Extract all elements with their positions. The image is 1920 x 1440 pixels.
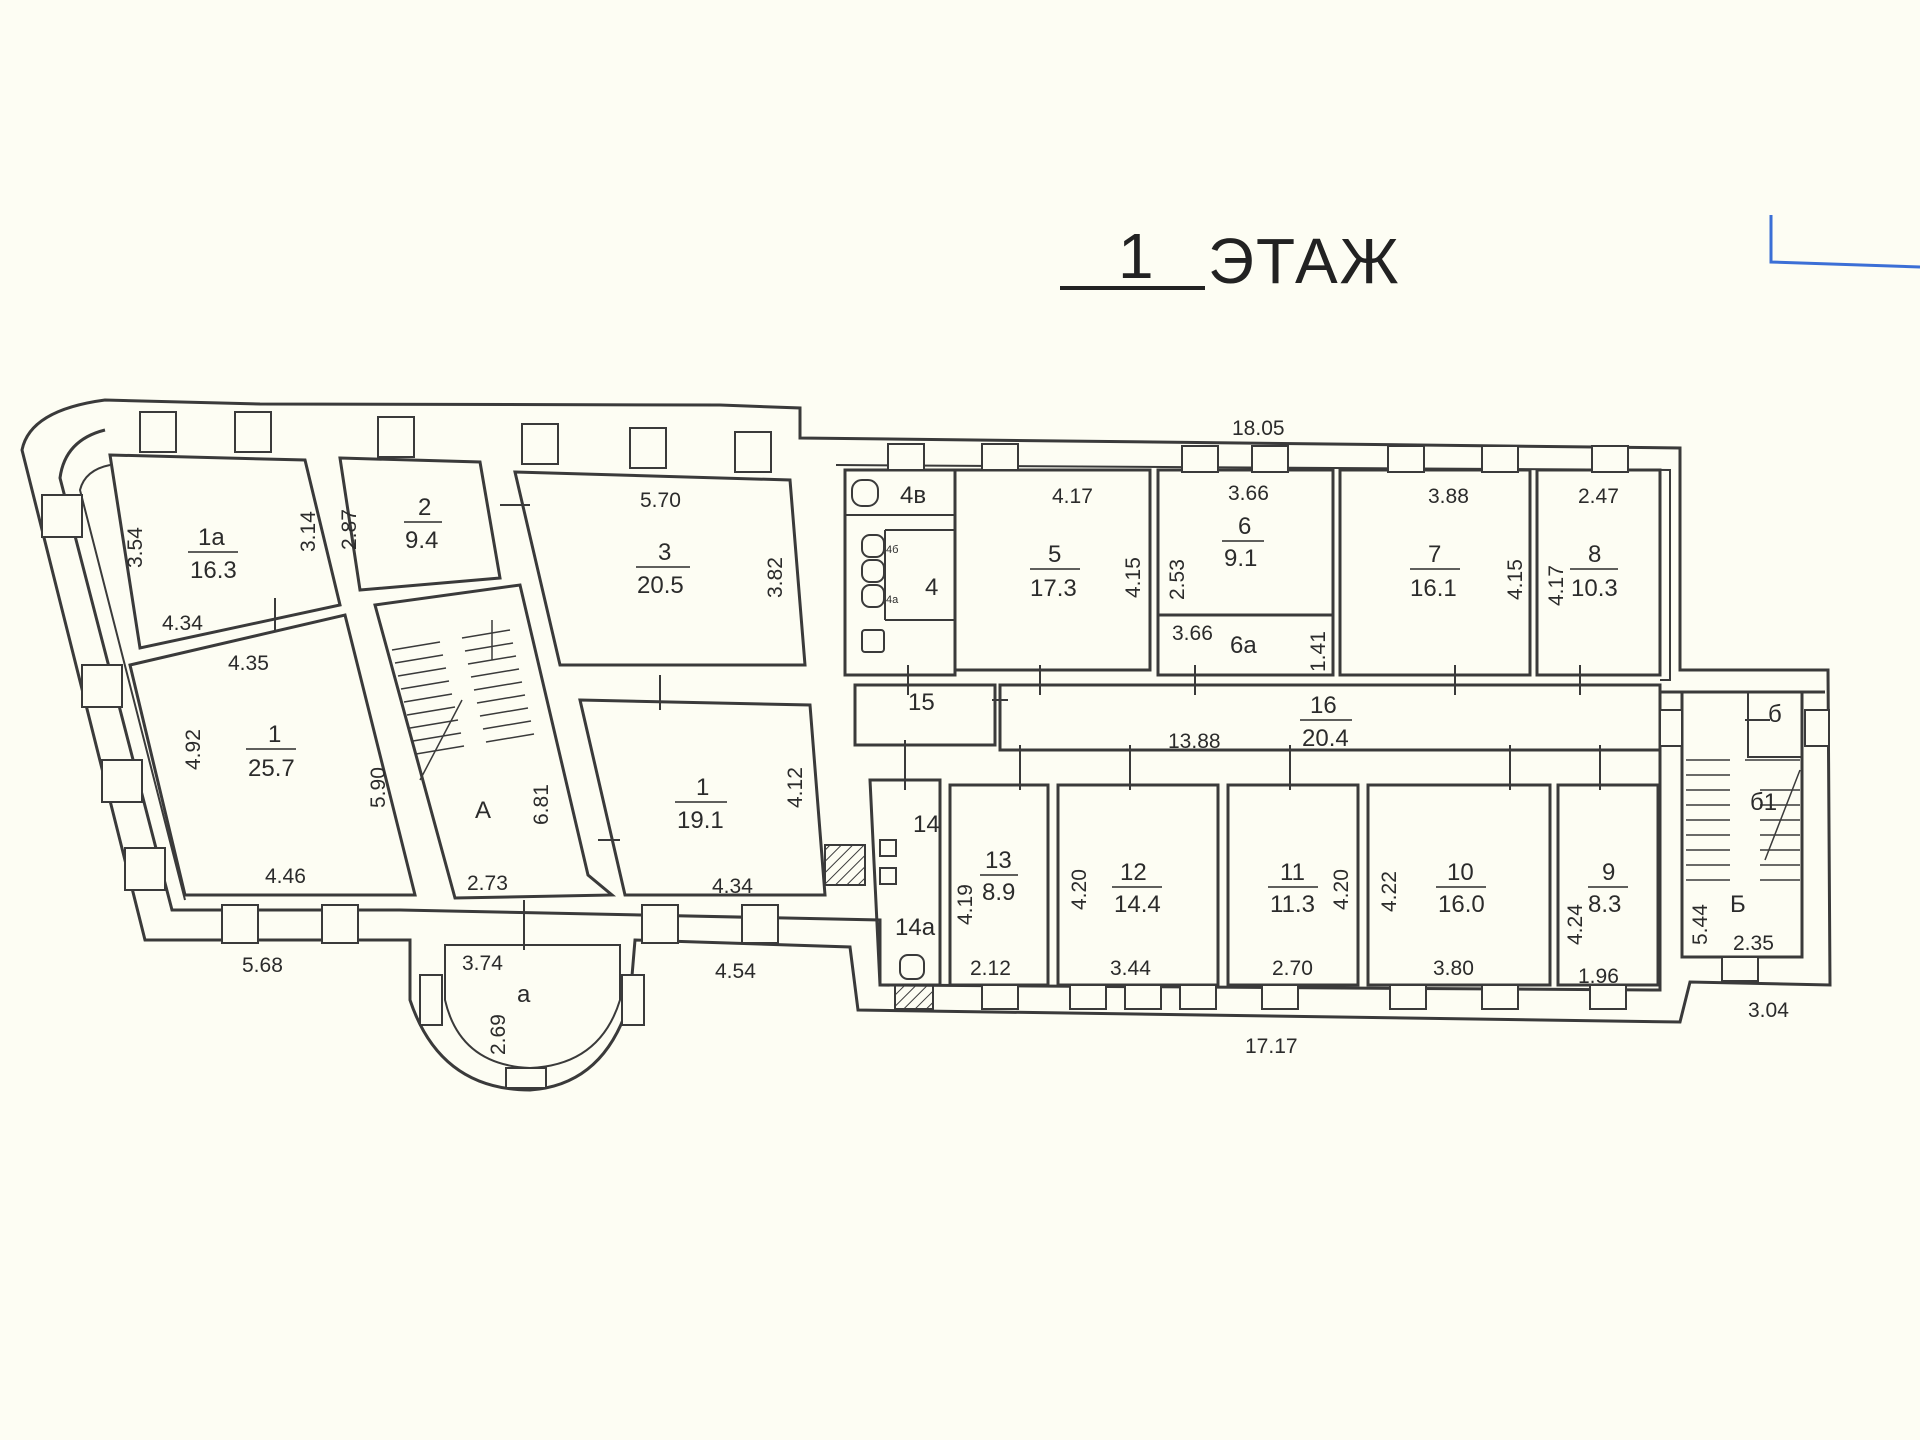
room-3-area: 20.5 — [637, 572, 684, 599]
dim-a-width: 3.74 — [462, 952, 503, 975]
dim-10-bottom: 3.80 — [1433, 957, 1474, 980]
floor-number: 1 — [1118, 220, 1156, 292]
room-4a-number: 4а — [886, 594, 899, 606]
dim-1a-left: 3.54 — [124, 527, 147, 568]
room-14-number: 14 — [913, 811, 940, 838]
room-2-area: 9.4 — [405, 527, 438, 554]
dim-outer-left: 5.68 — [242, 954, 283, 977]
dim-B-width: 2.35 — [1733, 932, 1774, 955]
room-15-number: 15 — [908, 689, 935, 716]
room-B-number: Б — [1730, 891, 1746, 918]
dim-3-right: 3.82 — [764, 557, 787, 598]
room-16-number: 16 — [1310, 692, 1337, 719]
room-9-number: 9 — [1602, 859, 1615, 886]
dim-bottom-total: 17.17 — [1245, 1035, 1298, 1058]
dim-11-right: 4.20 — [1330, 869, 1353, 910]
room-5-number: 5 — [1048, 541, 1061, 568]
dim-B-left: 5.44 — [1689, 904, 1712, 945]
room-a-number: а — [517, 981, 531, 1008]
dim-6a-height: 1.41 — [1307, 631, 1330, 672]
dim-8-left: 4.17 — [1545, 565, 1568, 606]
room-1a-area: 16.3 — [190, 557, 237, 584]
room-13-number: 13 — [985, 847, 1012, 874]
room-4b-number: 4б — [886, 544, 898, 556]
dim-1-right: 5.90 — [367, 767, 390, 808]
dim-1-top: 4.35 — [228, 652, 269, 675]
room-3-number: 3 — [658, 539, 671, 566]
dim-7-top: 3.88 — [1428, 485, 1469, 508]
dim-1-bottom: 4.46 — [265, 865, 306, 888]
room-8-area: 10.3 — [1571, 575, 1618, 602]
dim-a-height: 2.69 — [487, 1014, 510, 1055]
dim-16-length: 13.88 — [1168, 730, 1221, 753]
room-b-number: б — [1768, 701, 1782, 728]
room-1-mid-number: 1 — [696, 774, 709, 801]
room-13-area: 8.9 — [982, 879, 1015, 906]
dimensions: 18.05 17.17 3.04 3.54 3.14 4.34 4.35 4.9… — [124, 417, 1789, 1058]
room-4-number: 4 — [925, 574, 938, 601]
dim-6a-width: 3.66 — [1172, 622, 1213, 645]
room-7-area: 16.1 — [1410, 575, 1457, 602]
dim-9-bottom: 1.96 — [1578, 965, 1619, 988]
dim-outer-mid: 4.54 — [715, 960, 756, 983]
dim-top-total: 18.05 — [1232, 417, 1285, 440]
door-marks — [274, 504, 1770, 950]
dim-10-left: 4.22 — [1378, 871, 1401, 912]
room-1a-number: 1а — [198, 524, 225, 551]
room-16-area: 20.4 — [1302, 725, 1349, 752]
corner-mark — [1769, 215, 1920, 269]
dim-5-right: 4.15 — [1122, 557, 1145, 598]
room-5-area: 17.3 — [1030, 575, 1077, 602]
windows — [41, 411, 1830, 1089]
room-11-area: 11.3 — [1270, 891, 1315, 918]
room-1-number: 1 — [268, 721, 281, 748]
dim-9-left: 4.24 — [1564, 904, 1587, 945]
room-6-area: 9.1 — [1224, 545, 1257, 572]
dim-11-bottom: 2.70 — [1272, 957, 1313, 980]
room-12-number: 12 — [1120, 859, 1147, 886]
room-1-mid-area: 19.1 — [677, 807, 724, 834]
dim-1a-bottom: 4.34 — [162, 612, 203, 635]
dim-2-left: 2.87 — [338, 509, 361, 550]
dim-1a-right: 3.14 — [297, 511, 320, 552]
room-14a-number: 14а — [895, 914, 936, 941]
room-11-number: 11 — [1280, 859, 1305, 886]
dim-13-bottom: 2.12 — [970, 957, 1011, 980]
dim-12-bottom: 3.44 — [1110, 957, 1151, 980]
room-labels: 1а 16.3 2 9.4 3 20.5 1 25.7 1 19.1 А а 4… — [188, 482, 1782, 1008]
room-10-area: 16.0 — [1438, 891, 1485, 918]
room-4v-number: 4в — [900, 482, 926, 509]
dim-8-top: 2.47 — [1578, 485, 1619, 508]
floor-title: ЭТАЖ — [1208, 225, 1401, 297]
dim-1-left: 4.92 — [182, 729, 205, 770]
dim-7-right: 4.15 — [1504, 559, 1527, 600]
dim-bottom-right: 3.04 — [1748, 999, 1789, 1022]
room-A-number: А — [475, 797, 491, 824]
dim-1mid-right: 4.12 — [784, 767, 807, 808]
room-2-number: 2 — [418, 494, 431, 521]
room-8-number: 8 — [1588, 541, 1601, 568]
room-6a-number: 6а — [1230, 632, 1257, 659]
dim-6-left: 2.53 — [1166, 559, 1189, 600]
dim-3-top: 5.70 — [640, 489, 681, 512]
room-7-number: 7 — [1428, 541, 1441, 568]
room-12-area: 14.4 — [1114, 891, 1161, 918]
room-b1-number: б1 — [1750, 789, 1777, 816]
room-9-area: 8.3 — [1588, 891, 1621, 918]
dim-A-height: 6.81 — [530, 784, 553, 825]
room-10-number: 10 — [1447, 859, 1474, 886]
dim-5-top: 4.17 — [1052, 485, 1093, 508]
room-1-area: 25.7 — [248, 755, 295, 782]
dim-12-left: 4.20 — [1068, 869, 1091, 910]
dim-13-left: 4.19 — [954, 884, 977, 925]
dim-6-top: 3.66 — [1228, 482, 1269, 505]
room-6-number: 6 — [1238, 513, 1251, 540]
dim-1mid-bottom: 4.34 — [712, 875, 753, 898]
dim-A-width: 2.73 — [467, 872, 508, 895]
